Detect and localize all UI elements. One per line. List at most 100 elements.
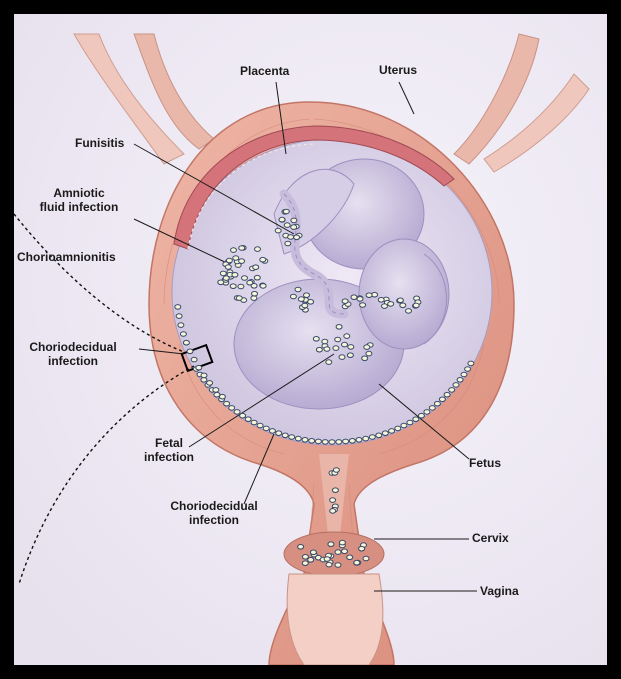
infection-dot xyxy=(302,438,308,443)
infection-dot xyxy=(263,426,269,431)
label-choriodecidual-left: Choriodecidual infection xyxy=(18,340,128,368)
infection-dot xyxy=(201,373,207,378)
infection-dot xyxy=(269,429,275,434)
label-funisitis: Funisitis xyxy=(75,136,124,150)
infection-dot xyxy=(362,356,368,361)
infection-dot xyxy=(207,381,213,386)
infection-dot xyxy=(253,265,259,270)
infection-dot xyxy=(295,287,301,292)
infection-dot xyxy=(333,346,339,351)
infection-dot xyxy=(366,351,372,356)
label-placenta: Placenta xyxy=(240,64,289,78)
diagram-panel: Placenta Uterus Funisitis Amniotic fluid… xyxy=(14,14,607,665)
infection-dot xyxy=(187,349,193,354)
infection-dot xyxy=(191,357,197,362)
infection-dot xyxy=(335,337,341,342)
infection-dot xyxy=(290,294,296,299)
infection-dot xyxy=(429,406,435,411)
infection-dot xyxy=(302,555,308,560)
infection-dot xyxy=(333,468,339,473)
infection-dot xyxy=(324,347,330,352)
infection-dot xyxy=(310,550,316,555)
infection-dot xyxy=(255,247,261,252)
infection-dot xyxy=(363,556,369,561)
infection-dot xyxy=(453,383,459,388)
infection-dot xyxy=(439,397,445,402)
infection-dot xyxy=(233,256,239,261)
infection-dot xyxy=(289,435,295,440)
infection-dot xyxy=(406,309,412,314)
infection-dot xyxy=(298,297,304,302)
infection-dot xyxy=(223,276,229,281)
infection-dot xyxy=(342,549,348,554)
infection-dot xyxy=(220,271,226,276)
infection-dot xyxy=(347,555,353,560)
infection-dot xyxy=(348,345,354,350)
infection-dot xyxy=(276,431,282,436)
infection-dot xyxy=(178,323,184,328)
infection-dot xyxy=(418,413,424,418)
infection-dot xyxy=(322,339,328,344)
infection-dot xyxy=(225,265,231,270)
infection-dot xyxy=(229,406,235,411)
infection-dot xyxy=(226,258,232,263)
infection-dot xyxy=(395,426,401,431)
infection-dot xyxy=(224,401,230,406)
infection-dot xyxy=(360,303,366,308)
infection-dot xyxy=(363,436,369,441)
label-chorioamnionitis: Chorioamnionitis xyxy=(17,250,116,264)
infection-dot xyxy=(251,296,257,301)
amniotic-line-1: Amniotic xyxy=(24,186,134,200)
infection-dot xyxy=(236,296,242,301)
infection-dot xyxy=(291,218,297,223)
infection-dot xyxy=(343,439,349,444)
infection-dot xyxy=(275,228,281,233)
infection-dot xyxy=(238,284,244,289)
infection-dot xyxy=(254,275,260,280)
infection-dot xyxy=(444,392,450,397)
infection-dot xyxy=(413,417,419,422)
infection-dot xyxy=(302,303,308,308)
choriodecidual-bottom-line-2: infection xyxy=(159,513,269,527)
infection-dot xyxy=(298,545,304,550)
infection-dot xyxy=(239,246,245,251)
infection-dot xyxy=(407,420,413,425)
infection-dot xyxy=(304,293,310,298)
infection-dot xyxy=(326,360,332,365)
infection-dot xyxy=(330,509,336,514)
amniotic-line-2: fluid infection xyxy=(24,200,134,214)
infection-dot xyxy=(465,367,471,372)
infection-dot xyxy=(252,291,258,296)
infection-dot xyxy=(288,235,294,240)
infection-dot xyxy=(401,423,407,428)
fetal-line-2: infection xyxy=(134,450,204,464)
infection-dot xyxy=(382,304,388,309)
infection-dot xyxy=(234,410,240,415)
infection-dot xyxy=(332,488,338,493)
infection-dot xyxy=(324,557,330,562)
label-fetus: Fetus xyxy=(469,456,501,470)
label-uterus: Uterus xyxy=(379,63,417,77)
label-choriodecidual-bottom: Choriodecidual infection xyxy=(159,499,269,527)
infection-dot xyxy=(291,225,297,230)
choriodecidual-left-line-2: infection xyxy=(18,354,128,368)
infection-dot xyxy=(247,280,253,285)
infection-dot xyxy=(232,273,238,278)
infection-dot xyxy=(176,314,182,319)
infection-dot xyxy=(231,248,237,253)
infection-dot xyxy=(329,440,335,445)
choriodecidual-left-line-1: Choriodecidual xyxy=(18,340,128,354)
infection-dot xyxy=(308,300,314,305)
label-cervix: Cervix xyxy=(472,531,509,545)
infection-dot xyxy=(413,303,419,308)
cervix xyxy=(284,532,384,576)
infection-dot xyxy=(351,295,357,300)
infection-dot xyxy=(342,342,348,347)
infection-dot xyxy=(257,423,263,428)
infection-dot xyxy=(354,560,360,565)
choriodecidual-bottom-line-1: Choriodecidual xyxy=(159,499,269,513)
infection-dot xyxy=(397,298,403,303)
fetal-line-1: Fetal xyxy=(134,436,204,450)
label-amniotic-fluid-infection: Amniotic fluid infection xyxy=(24,186,134,214)
